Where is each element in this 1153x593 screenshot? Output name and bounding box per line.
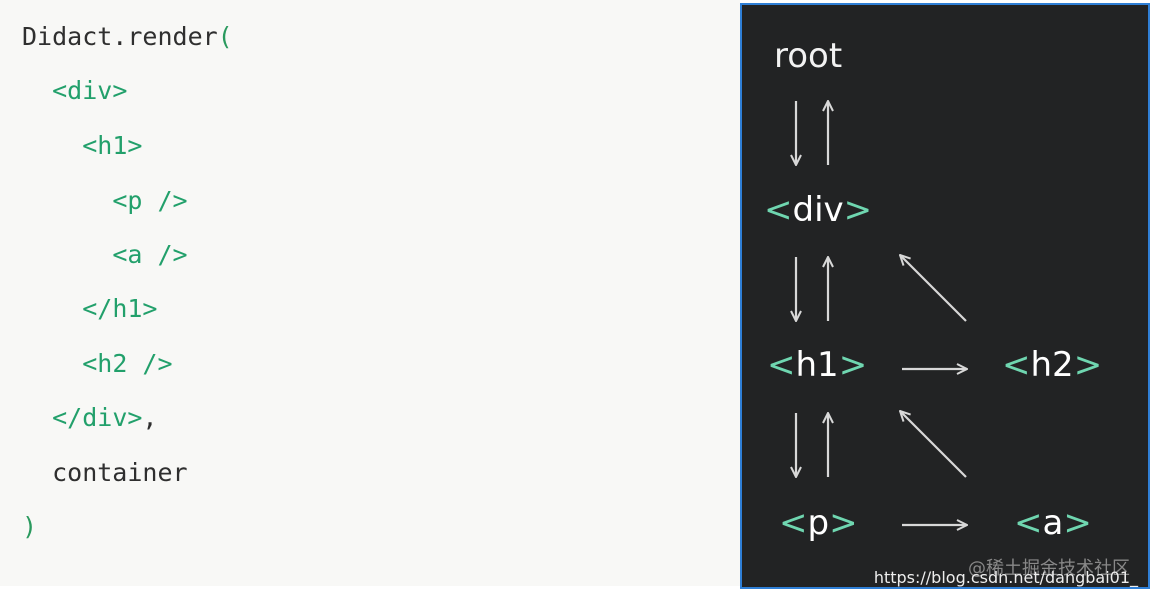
code-line: Didact.render( <box>22 22 233 52</box>
edge-a-to-h1 <box>900 411 967 478</box>
code-token: <a /> <box>112 240 188 269</box>
node-h2: <h2> <box>1002 345 1102 385</box>
node-a-label: a <box>1042 503 1064 543</box>
node-div-open-bracket: < <box>764 190 793 230</box>
code-line: <a /> <box>22 240 188 270</box>
node-a-close-bracket: > <box>1063 503 1092 543</box>
node-h1-open-bracket: < <box>767 345 796 385</box>
code-token: ) <box>22 512 38 541</box>
watermark-juejin: @稀土掘金技术社区 <box>968 558 1130 579</box>
fiber-tree-diagram: root <div> <h1> <h2> <p> <a> @稀土掘金技术社区 h… <box>740 3 1150 589</box>
node-root-label: root <box>774 36 843 76</box>
code-token <box>22 131 82 160</box>
node-p-open-bracket: < <box>779 503 808 543</box>
code-token: <h2 /> <box>82 349 173 378</box>
node-h2-close-bracket: > <box>1073 345 1103 385</box>
code-token: , <box>142 403 158 432</box>
code-token <box>22 186 112 215</box>
code-token: container <box>22 458 188 487</box>
code-line: ) <box>22 512 37 542</box>
node-div: <div> <box>764 190 872 230</box>
code-token <box>22 76 52 105</box>
code-token <box>22 403 52 432</box>
code-token <box>22 294 82 323</box>
code-token: <p /> <box>112 186 188 215</box>
node-a: <a> <box>1014 503 1092 543</box>
code-token: ( <box>217 22 233 51</box>
node-h1: <h1> <box>767 345 867 385</box>
code-line: container <box>22 458 188 488</box>
code-token <box>22 349 82 378</box>
node-h2-open-bracket: < <box>1002 345 1031 385</box>
code-line: <h2 /> <box>22 349 173 379</box>
code-token: <div> <box>52 76 128 105</box>
code-token: </div> <box>52 403 143 432</box>
edge-h2-to-div <box>900 255 967 322</box>
code-line: <p /> <box>22 186 188 216</box>
node-h2-label: h2 <box>1030 345 1074 385</box>
node-p-label: p <box>807 503 830 543</box>
node-a-open-bracket: < <box>1014 503 1043 543</box>
code-panel: Didact.render( <div> <h1> <p /> <a /> </… <box>22 22 233 542</box>
node-p-close-bracket: > <box>829 503 858 543</box>
code-line: </h1> <box>22 294 157 324</box>
node-h1-close-bracket: > <box>838 345 868 385</box>
code-line: <div> <box>22 76 127 106</box>
node-p: <p> <box>779 503 858 543</box>
code-line: </div>, <box>22 403 157 433</box>
code-line: <h1> <box>22 131 142 161</box>
node-div-label: div <box>792 190 844 230</box>
node-root: root <box>774 36 842 76</box>
code-token: <h1> <box>82 131 143 160</box>
diagram-edges <box>742 5 1150 589</box>
code-token: Didact.render <box>22 22 218 51</box>
node-h1-label: h1 <box>795 345 839 385</box>
node-div-close-bracket: > <box>843 190 873 230</box>
code-token <box>22 240 112 269</box>
code-token: </h1> <box>82 294 158 323</box>
watermark-url: https://blog.csdn.net/dangbai01_ <box>873 568 1138 587</box>
